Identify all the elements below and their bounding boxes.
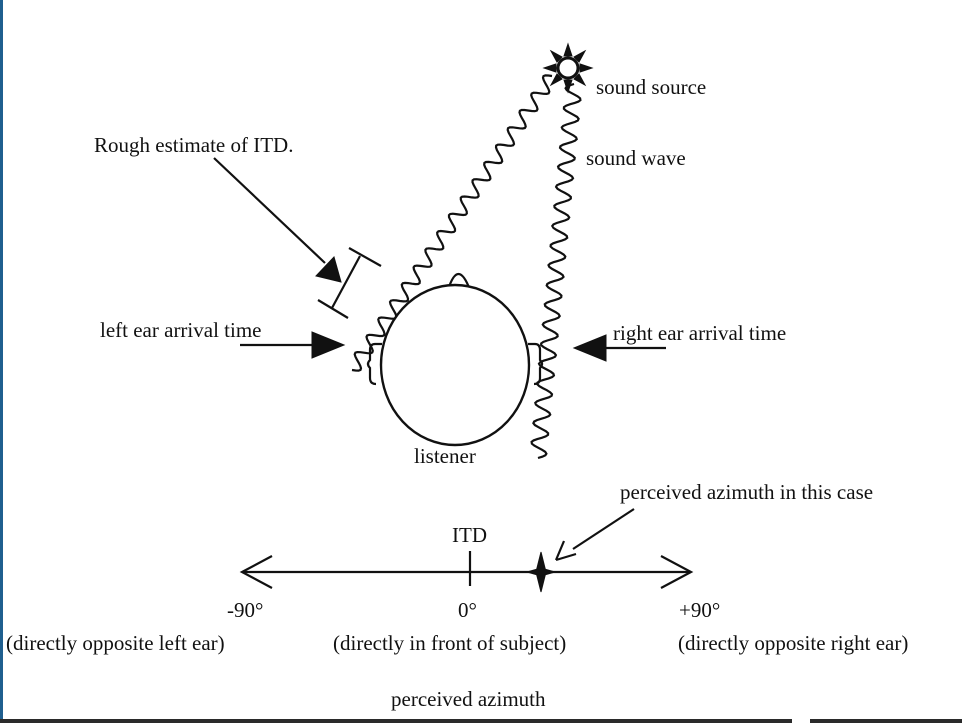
perceived-case-label: perceived azimuth in this case [620, 480, 873, 504]
itd-bracket [317, 247, 382, 319]
right-ear [528, 342, 544, 386]
listener-head [366, 272, 544, 447]
itd-pointer-arrow [213, 157, 342, 283]
sound-source-label: sound source [596, 75, 706, 99]
left-arrival-arrow [240, 331, 346, 359]
right-arrival-label: right ear arrival time [613, 321, 786, 345]
sound-wave-left [351, 74, 553, 372]
azimuth-axis [239, 551, 694, 593]
neg90-label: -90° [227, 598, 263, 622]
left-arrival-label: left ear arrival time [100, 318, 262, 342]
right-arrival-arrow [572, 334, 666, 362]
listener-label: listener [414, 444, 476, 468]
axis-title-label: perceived azimuth [391, 687, 546, 711]
left-desc-label: (directly opposite left ear) [6, 631, 225, 655]
zero-label: 0° [458, 598, 477, 622]
window-edge-left [0, 0, 3, 723]
pos90-label: +90° [679, 598, 720, 622]
sound-wave-right [530, 82, 582, 460]
sun-icon [542, 42, 594, 94]
itd-tick-label: ITD [452, 523, 487, 547]
window-edge-bottom [0, 719, 962, 723]
center-desc-label: (directly in front of subject) [333, 631, 566, 655]
sound-wave-label: sound wave [586, 146, 686, 170]
perceived-pointer-arrow [554, 508, 635, 562]
left-ear [366, 342, 382, 386]
window-edge-gap [792, 719, 810, 723]
right-desc-label: (directly opposite right ear) [678, 631, 908, 655]
itd-estimate-label: Rough estimate of ITD. [94, 133, 293, 157]
